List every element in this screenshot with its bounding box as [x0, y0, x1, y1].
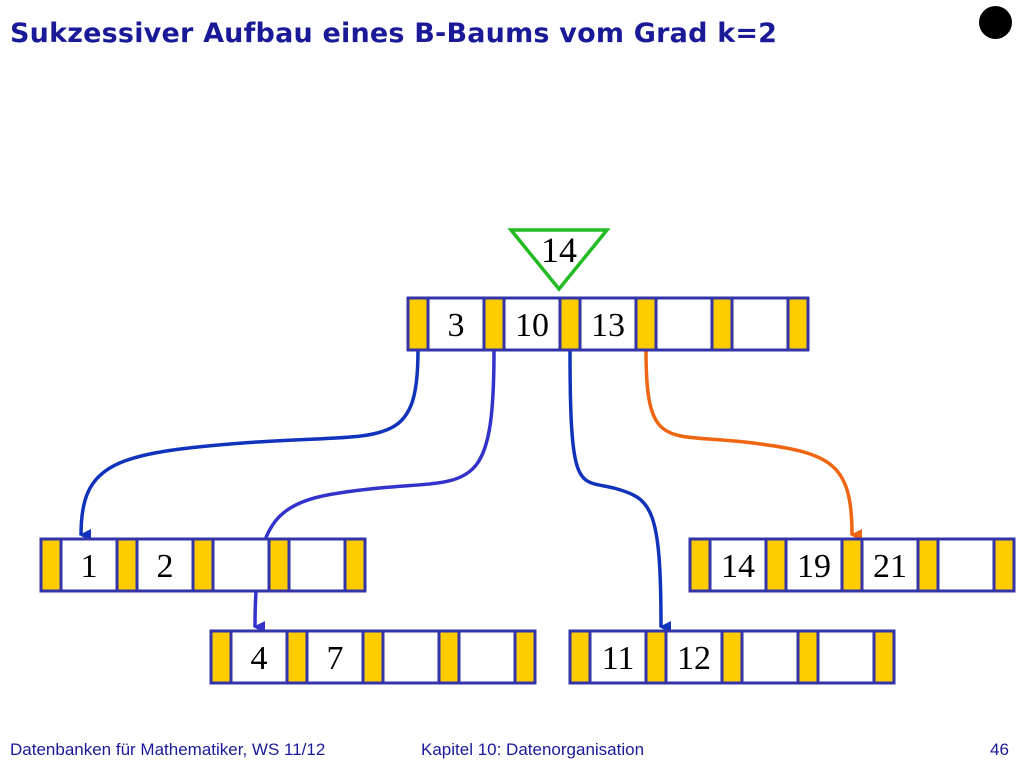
- key-value: 11: [602, 640, 635, 677]
- key-slot: [135, 537, 195, 593]
- pointer-slot: [992, 537, 1016, 593]
- pointer-slot: [558, 296, 582, 352]
- footer-course: Datenbanken für Mathematiker, WS 11/12: [10, 740, 326, 759]
- pointer-slot: [688, 537, 712, 593]
- pointer-slot: [786, 296, 810, 352]
- key-slot: [59, 537, 119, 593]
- leaf-4-node: 14 19 21: [688, 537, 1016, 593]
- key-slot: [708, 537, 768, 593]
- key-slot: [816, 629, 876, 685]
- insert-marker: 14: [507, 228, 611, 292]
- pointer-slot: [644, 629, 668, 685]
- key-value: 4: [251, 640, 268, 677]
- key-slot: [654, 296, 714, 352]
- edge-to-leaf-4: [644, 349, 863, 541]
- key-slot: [936, 537, 996, 593]
- pointer-slot: [406, 296, 430, 352]
- key-value: 13: [591, 307, 625, 344]
- footer-page-number: 46: [990, 740, 1009, 759]
- key-slot: [229, 629, 289, 685]
- key-value: 7: [327, 640, 344, 677]
- key-value: 10: [515, 307, 549, 344]
- key-value: 14: [721, 548, 755, 585]
- pointer-slot: [361, 629, 385, 685]
- footer-chapter: Kapitel 10: Datenorganisation: [421, 740, 645, 759]
- key-slot: [664, 629, 724, 685]
- key-slot: [740, 629, 800, 685]
- pointer-slot: [115, 537, 139, 593]
- pointer-slot: [482, 296, 506, 352]
- pointer-slot: [840, 537, 864, 593]
- key-slot: [784, 537, 844, 593]
- pointer-slot: [513, 629, 537, 685]
- key-value: 19: [797, 548, 831, 585]
- pointer-slot: [720, 629, 744, 685]
- pointer-slot: [568, 629, 592, 685]
- key-slot: [588, 629, 648, 685]
- key-value: 12: [677, 640, 711, 677]
- pointer-slot: [39, 537, 63, 593]
- pointer-slot: [191, 537, 215, 593]
- pointer-slot: [916, 537, 940, 593]
- key-value: 1: [81, 548, 98, 585]
- key-slot: [287, 537, 347, 593]
- key-value: 21: [873, 548, 907, 585]
- pointer-slot: [343, 537, 367, 593]
- edge-to-leaf-1: [79, 349, 420, 542]
- pointer-slot: [285, 629, 309, 685]
- leaf-3-node: 11 12: [568, 629, 896, 685]
- pointer-slot: [437, 629, 461, 685]
- key-slot: [578, 296, 638, 352]
- pointer-slot: [796, 629, 820, 685]
- key-slot: [457, 629, 517, 685]
- pointer-slot: [634, 296, 658, 352]
- root-node: 3 10 13: [406, 296, 810, 352]
- pointer-slot: [872, 629, 896, 685]
- pointer-slot: [710, 296, 734, 352]
- edge-to-leaf-3: [568, 349, 672, 633]
- pointer-slot: [764, 537, 788, 593]
- key-slot: [381, 629, 441, 685]
- filled-circle-icon: [979, 6, 1012, 39]
- key-slot: [730, 296, 790, 352]
- key-slot: [211, 537, 271, 593]
- pointer-slot: [267, 537, 291, 593]
- slide-title: Sukzessiver Aufbau eines B-Baums vom Gra…: [10, 18, 778, 49]
- key-value: 2: [157, 548, 174, 585]
- insert-triangle-icon: [507, 228, 611, 292]
- insert-key-value: 14: [541, 230, 577, 270]
- key-slot: [305, 629, 365, 685]
- pointer-slot: [209, 629, 233, 685]
- key-value: 3: [448, 307, 465, 344]
- key-slot: [502, 296, 562, 352]
